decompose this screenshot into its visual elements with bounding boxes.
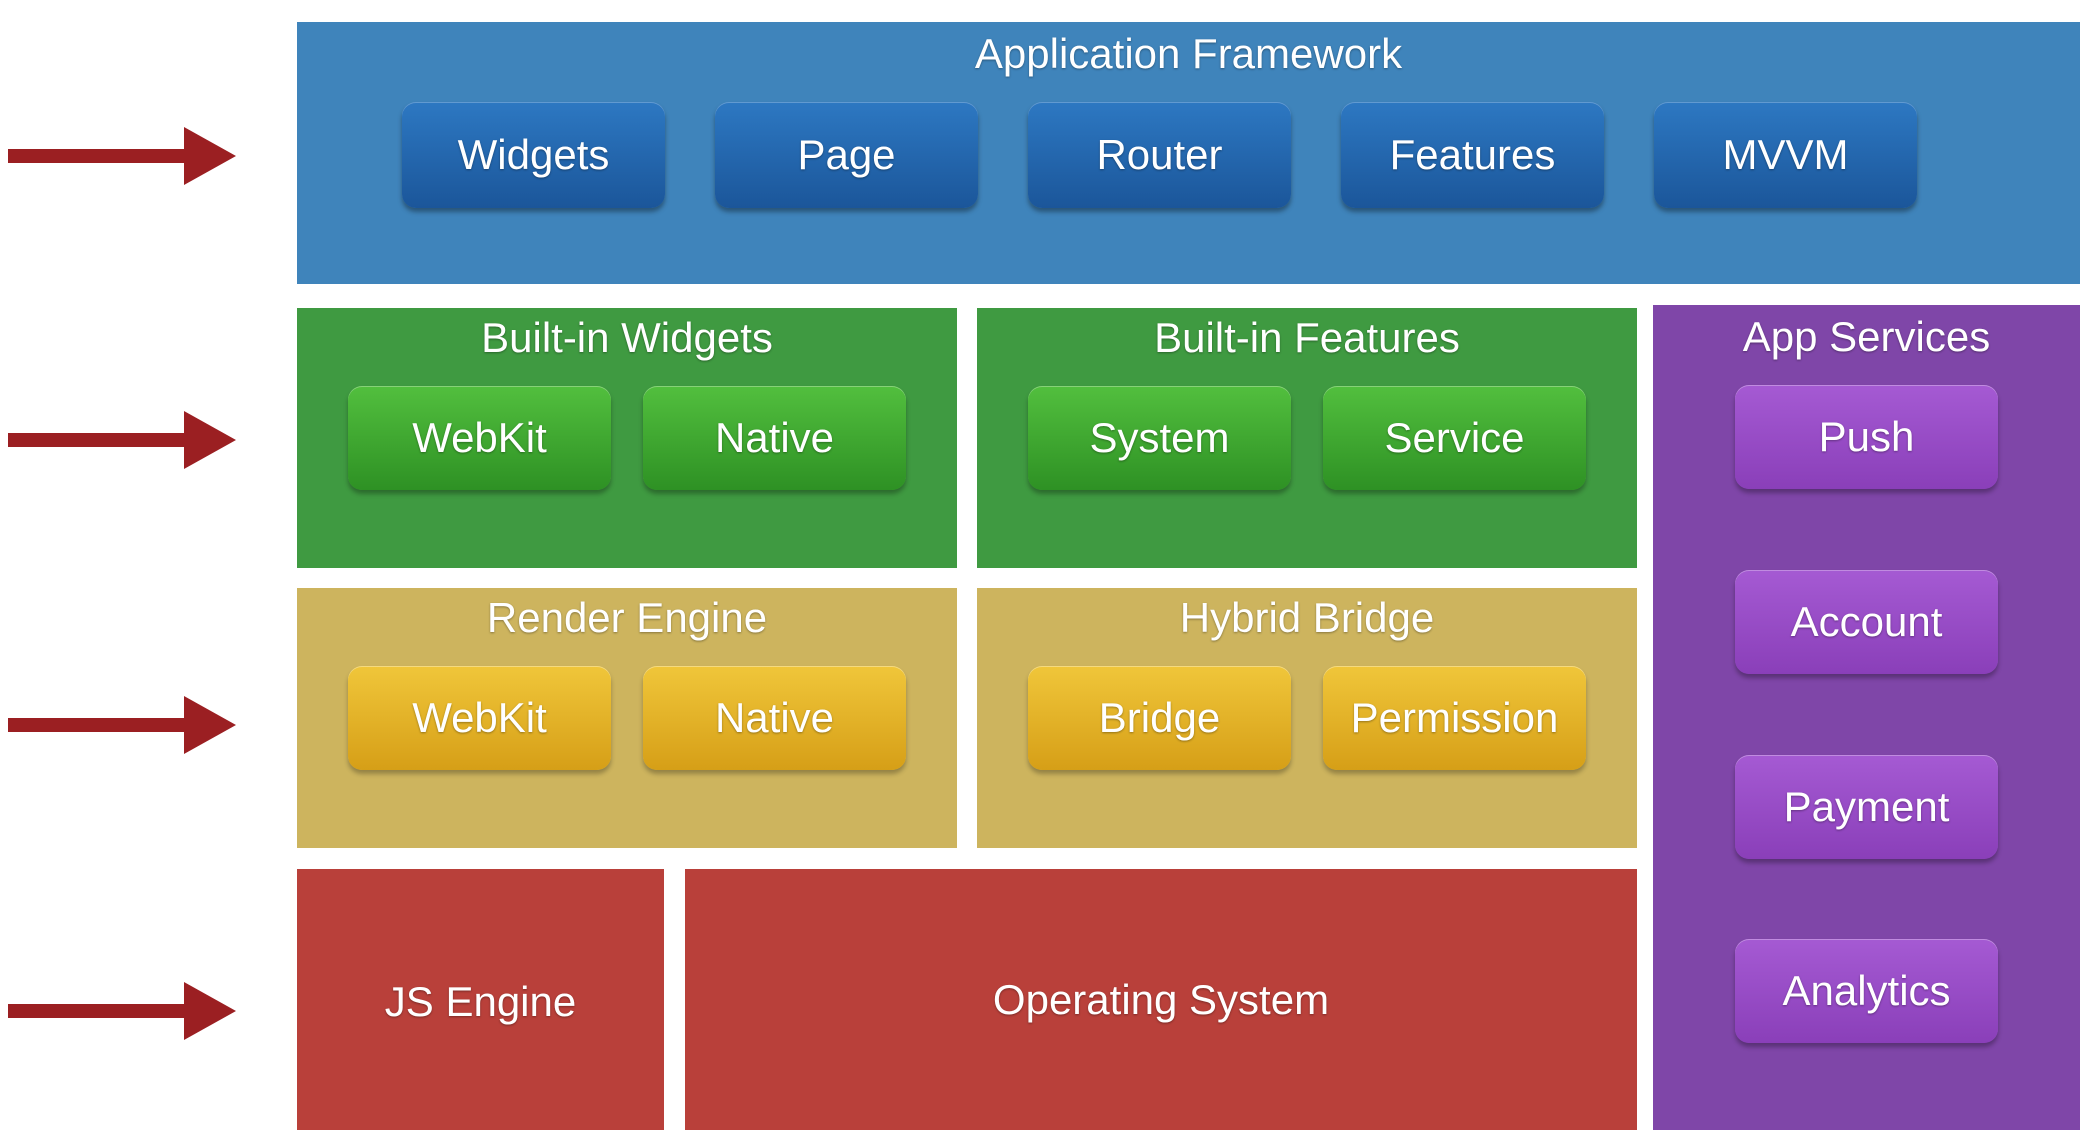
- application-framework-title: Application Framework: [974, 30, 1403, 77]
- system-button[interactable]: System: [1028, 386, 1291, 490]
- render-engine-title: Render Engine: [486, 594, 768, 641]
- built-in-widgets-title: Built-in Widgets: [481, 314, 773, 361]
- operating-system-label: Operating System: [992, 975, 1330, 1023]
- widgets-webkit-button[interactable]: WebKit: [348, 386, 611, 490]
- widgets-button[interactable]: Widgets: [402, 102, 665, 208]
- router-button[interactable]: Router: [1028, 102, 1291, 208]
- js-engine-layer: JS Engine: [297, 869, 664, 1130]
- mvvm-button[interactable]: MVVM: [1654, 102, 1917, 208]
- widgets-native-button[interactable]: Native: [643, 386, 906, 490]
- built-in-features-title: Built-in Features: [1154, 314, 1460, 361]
- js-engine-label: JS Engine: [384, 977, 577, 1025]
- arrow-icon: [8, 982, 236, 1040]
- app-services-layer: App Services Push Account Payment Analyt…: [1653, 305, 2080, 1130]
- service-button[interactable]: Service: [1323, 386, 1586, 490]
- built-in-features-layer: Built-in Features System Service: [977, 308, 1637, 568]
- built-in-widgets-layer: Built-in Widgets WebKit Native: [297, 308, 957, 568]
- hybrid-bridge-title: Hybrid Bridge: [1179, 594, 1435, 641]
- arrow-icon: [8, 127, 236, 185]
- arrow-icon: [8, 411, 236, 469]
- features-button[interactable]: Features: [1341, 102, 1604, 208]
- render-engine-layer: Render Engine WebKit Native: [297, 588, 957, 848]
- operating-system-layer: Operating System: [685, 869, 1637, 1130]
- payment-button[interactable]: Payment: [1735, 755, 1998, 859]
- analytics-button[interactable]: Analytics: [1735, 939, 1998, 1043]
- permission-button[interactable]: Permission: [1323, 666, 1586, 770]
- hybrid-bridge-layer: Hybrid Bridge Bridge Permission: [977, 588, 1637, 848]
- app-services-title: App Services: [1742, 313, 1991, 360]
- push-button[interactable]: Push: [1735, 385, 1998, 489]
- application-framework-layer: Application Framework Widgets Page Route…: [297, 22, 2080, 284]
- render-native-button[interactable]: Native: [643, 666, 906, 770]
- arrow-icon: [8, 696, 236, 754]
- render-webkit-button[interactable]: WebKit: [348, 666, 611, 770]
- page-button[interactable]: Page: [715, 102, 978, 208]
- account-button[interactable]: Account: [1735, 570, 1998, 674]
- bridge-button[interactable]: Bridge: [1028, 666, 1291, 770]
